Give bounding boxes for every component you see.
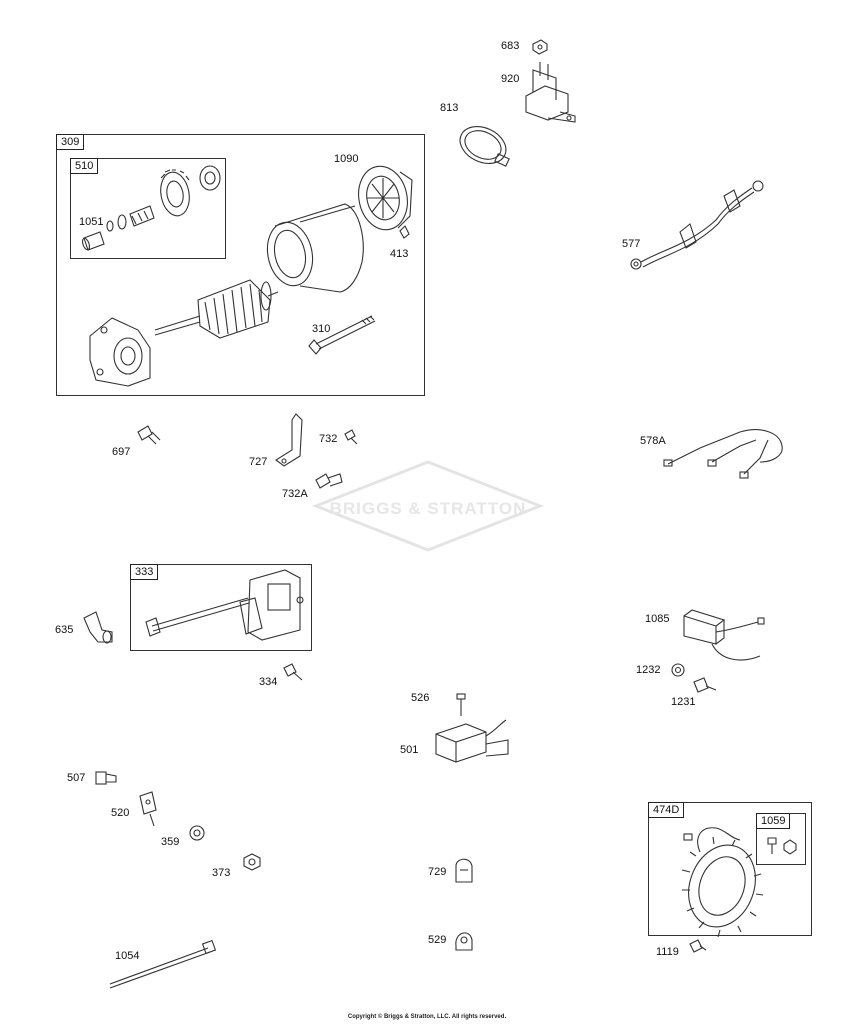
group-474D-frame: [648, 802, 812, 936]
part-label-501[interactable]: 501: [400, 744, 419, 756]
part-520-terminal: [139, 791, 157, 827]
part-label-520[interactable]: 520: [111, 807, 130, 819]
part-413-terminal: [399, 225, 410, 239]
watermark-text: BRIGGS & STRATTON: [329, 499, 527, 518]
part-label-1054[interactable]: 1054: [115, 950, 140, 962]
part-697-bolt: [137, 425, 161, 445]
part-507-switch: [95, 771, 117, 785]
part-label-635[interactable]: 635: [55, 624, 74, 636]
copyright-notice: Copyright © Briggs & Stratton, LLC. All …: [347, 1014, 507, 1020]
part-310-through-bolt: [308, 315, 376, 355]
starter-drive-end-bracket: [89, 317, 151, 387]
group-333-frame: [130, 564, 312, 651]
part-683-nut: [532, 39, 548, 55]
group-333-label[interactable]: 333: [130, 564, 159, 580]
part-1232-washer: [671, 663, 685, 677]
part-label-732[interactable]: 732: [319, 433, 338, 445]
part-729-clip: [455, 858, 473, 883]
part-label-813[interactable]: 813: [440, 102, 459, 114]
part-label-727[interactable]: 727: [249, 456, 268, 468]
part-474D-stator: [681, 827, 764, 938]
part-501-rectifier: [435, 719, 509, 763]
part-1119-bolt: [689, 939, 707, 953]
part-label-732A[interactable]: 732A: [282, 488, 308, 500]
part-label-729[interactable]: 729: [428, 866, 447, 878]
part-920-solenoid: [525, 62, 576, 123]
starter-armature: [154, 279, 279, 339]
part-578A-harness: [663, 429, 783, 479]
part-732A-screw: [315, 473, 343, 489]
part-label-1119[interactable]: 1119: [656, 946, 679, 958]
part-635-spark-plug-boot: [83, 611, 113, 644]
part-1051-sleeve: [81, 231, 105, 251]
part-813-clamp: [459, 126, 510, 167]
part-577-cable: [630, 180, 764, 270]
part-732-screw: [344, 429, 358, 445]
part-label-683[interactable]: 683: [501, 40, 520, 52]
part-1090-end-cap: [358, 165, 413, 231]
group-510-frame: [70, 158, 226, 259]
part-label-1090[interactable]: 1090: [334, 153, 359, 165]
part-label-413[interactable]: 413: [390, 248, 409, 260]
part-label-578A[interactable]: 578A: [640, 435, 666, 447]
part-334-screw: [283, 663, 303, 681]
part-333-ignition-coil: [145, 569, 304, 641]
part-label-334[interactable]: 334: [259, 676, 278, 688]
part-label-359[interactable]: 359: [161, 836, 180, 848]
group-1059-label[interactable]: 1059: [756, 813, 791, 829]
part-label-1231[interactable]: 1231: [671, 696, 696, 708]
group-474D-label[interactable]: 474D: [648, 802, 685, 818]
group-309-frame: [56, 134, 425, 396]
part-1059-hardware: [767, 837, 797, 855]
starter-housing: [266, 203, 364, 293]
part-label-697[interactable]: 697: [112, 446, 131, 458]
part-label-373[interactable]: 373: [212, 867, 231, 879]
part-510-drive-parts: [106, 165, 221, 232]
part-529-grommet: [455, 932, 473, 951]
watermark-logo: [311, 460, 545, 552]
part-label-526[interactable]: 526: [411, 692, 430, 704]
part-727-bracket: [275, 413, 303, 467]
part-label-507[interactable]: 507: [67, 772, 86, 784]
part-label-1232[interactable]: 1232: [636, 664, 661, 676]
part-label-577[interactable]: 577: [622, 238, 641, 250]
part-label-1085[interactable]: 1085: [645, 613, 670, 625]
group-309-label[interactable]: 309: [56, 134, 85, 150]
group-510-label[interactable]: 510: [70, 158, 99, 174]
part-label-1051[interactable]: 1051: [79, 216, 104, 228]
part-526-screw: [456, 693, 466, 716]
part-label-920[interactable]: 920: [501, 73, 520, 85]
part-1085-module: [683, 609, 765, 661]
part-label-529[interactable]: 529: [428, 934, 447, 946]
part-label-310[interactable]: 310: [312, 323, 331, 335]
part-373-nut: [243, 853, 261, 871]
part-1231-bolt: [693, 677, 717, 693]
part-1054-cable-tie: [109, 939, 217, 989]
part-359-washer: [189, 825, 205, 841]
